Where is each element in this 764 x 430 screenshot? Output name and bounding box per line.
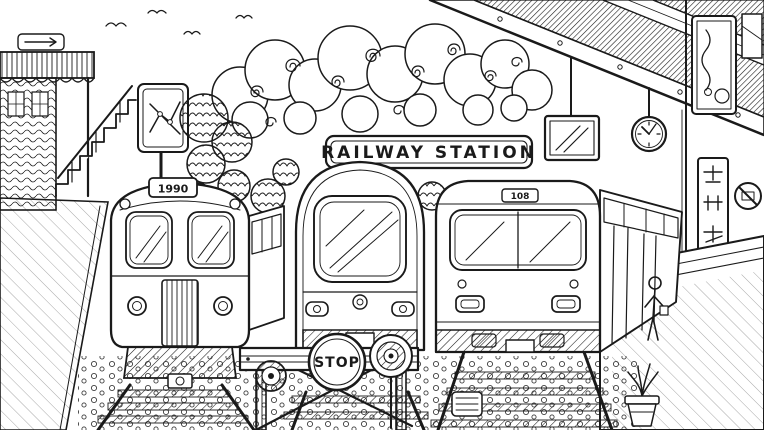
bag — [659, 305, 669, 316]
train-right-number-plate — [501, 188, 539, 203]
marker-light — [569, 279, 579, 289]
info-screen — [543, 56, 601, 162]
train-left-door — [161, 279, 199, 347]
train-middle-windshield — [313, 195, 407, 283]
train-middle — [294, 160, 426, 352]
hour-hand — [641, 126, 650, 135]
stairs — [55, 85, 137, 197]
headlight — [391, 301, 415, 317]
headlight — [213, 296, 233, 316]
coupler-cover — [505, 339, 535, 353]
birds — [105, 9, 253, 35]
tall-poster — [691, 15, 737, 115]
trackside-box — [451, 391, 483, 417]
target-sign-left — [255, 360, 287, 392]
right-track — [430, 350, 618, 430]
headlight — [551, 295, 581, 313]
headlight — [305, 301, 329, 317]
buffer-stop: STOP — [238, 332, 420, 430]
potted-plant — [624, 363, 660, 427]
vent — [539, 333, 565, 348]
clouds — [211, 23, 553, 139]
map-line — [149, 103, 181, 135]
stop-sign-text: STOP — [314, 355, 360, 371]
stair-railing — [57, 85, 133, 179]
small-frame — [741, 13, 763, 59]
left-track — [96, 383, 256, 430]
headlight — [455, 295, 485, 313]
train-middle-emblem — [352, 294, 368, 310]
side-door — [611, 225, 629, 345]
marker-light — [229, 198, 241, 210]
train-left-skirt — [122, 346, 238, 379]
marker-light — [457, 279, 467, 289]
train-right-number-text: 108 — [511, 192, 530, 202]
marker-light — [119, 198, 131, 210]
station-map-sign — [137, 83, 189, 182]
cloud-curls — [250, 43, 523, 127]
minute-hand — [648, 123, 657, 135]
station-sign-text: RAILWAY STATION — [321, 143, 537, 163]
headlight — [127, 296, 147, 316]
train-left: 1990 — [109, 177, 285, 389]
train-left-number-plate — [148, 177, 198, 198]
person — [644, 276, 669, 341]
stop-sign: STOP — [307, 332, 367, 392]
wall-clock — [630, 87, 668, 153]
station-sign: RAILWAY STATION — [321, 134, 537, 170]
train-right: 108 — [434, 179, 683, 354]
left-canopy — [0, 33, 95, 198]
target-sign-right — [369, 334, 413, 429]
left-platform — [0, 197, 109, 430]
coupler — [167, 373, 193, 389]
train-left-number-text: 1990 — [158, 183, 189, 196]
vent — [471, 333, 497, 348]
left-wall — [0, 77, 57, 211]
